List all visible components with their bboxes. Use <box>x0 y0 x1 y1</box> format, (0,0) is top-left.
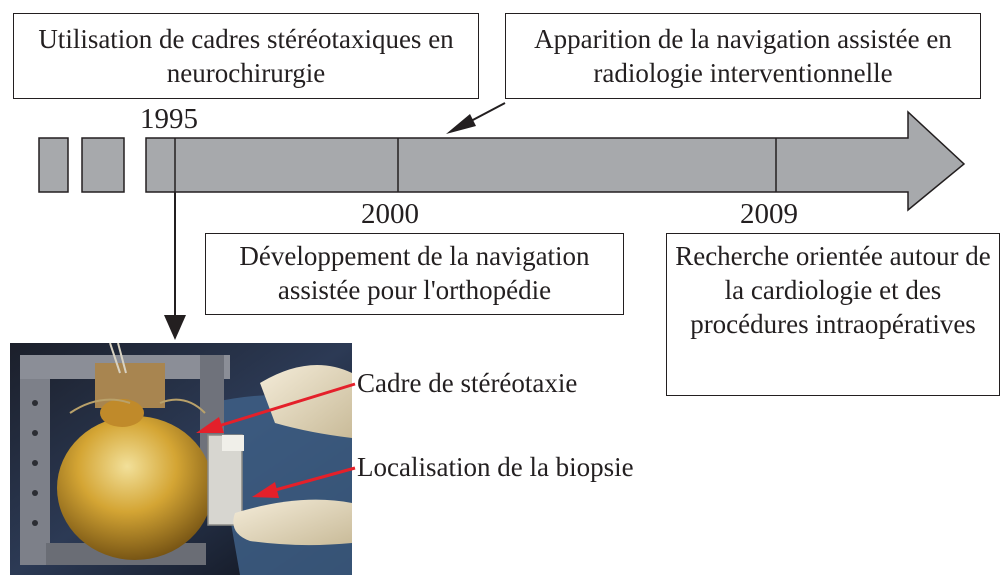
year-2000: 2000 <box>361 198 419 230</box>
arrow-1995-head <box>164 315 186 340</box>
arrow-frame <box>211 382 356 430</box>
timeline-block-1 <box>38 137 69 193</box>
event-box-radiology: Apparition de la navigation assistée en … <box>505 13 981 99</box>
event-box-orthopedics: Développement de la navigation assistée … <box>205 233 624 315</box>
timeline-block-2 <box>81 137 125 193</box>
arrow-frame-head <box>196 417 224 433</box>
event-text-radiology: Apparition de la navigation assistée en … <box>534 24 952 88</box>
arrow-biopsy <box>267 466 356 494</box>
timeline-arrow <box>145 110 966 212</box>
year-2009: 2009 <box>740 198 798 230</box>
year-1995: 1995 <box>140 103 198 135</box>
arrow-biopsy-head <box>252 482 279 498</box>
label-frame: Cadre de stéréotaxie <box>357 368 578 398</box>
event-text-cardiology: Recherche orientée autour de la cardiolo… <box>675 241 991 339</box>
stereotaxy-photo <box>10 343 352 575</box>
label-biopsy: Localisation de la biopsie <box>357 452 634 482</box>
event-box-stereotaxic: Utilisation de cadres stéréotaxiques en … <box>13 13 479 99</box>
event-box-cardiology: Recherche orientée autour de la cardiolo… <box>666 233 1000 396</box>
arrow-radiology-head <box>446 114 476 134</box>
event-text-stereotaxic: Utilisation de cadres stéréotaxiques en … <box>38 24 454 88</box>
event-text-orthopedics: Développement de la navigation assistée … <box>239 241 590 305</box>
